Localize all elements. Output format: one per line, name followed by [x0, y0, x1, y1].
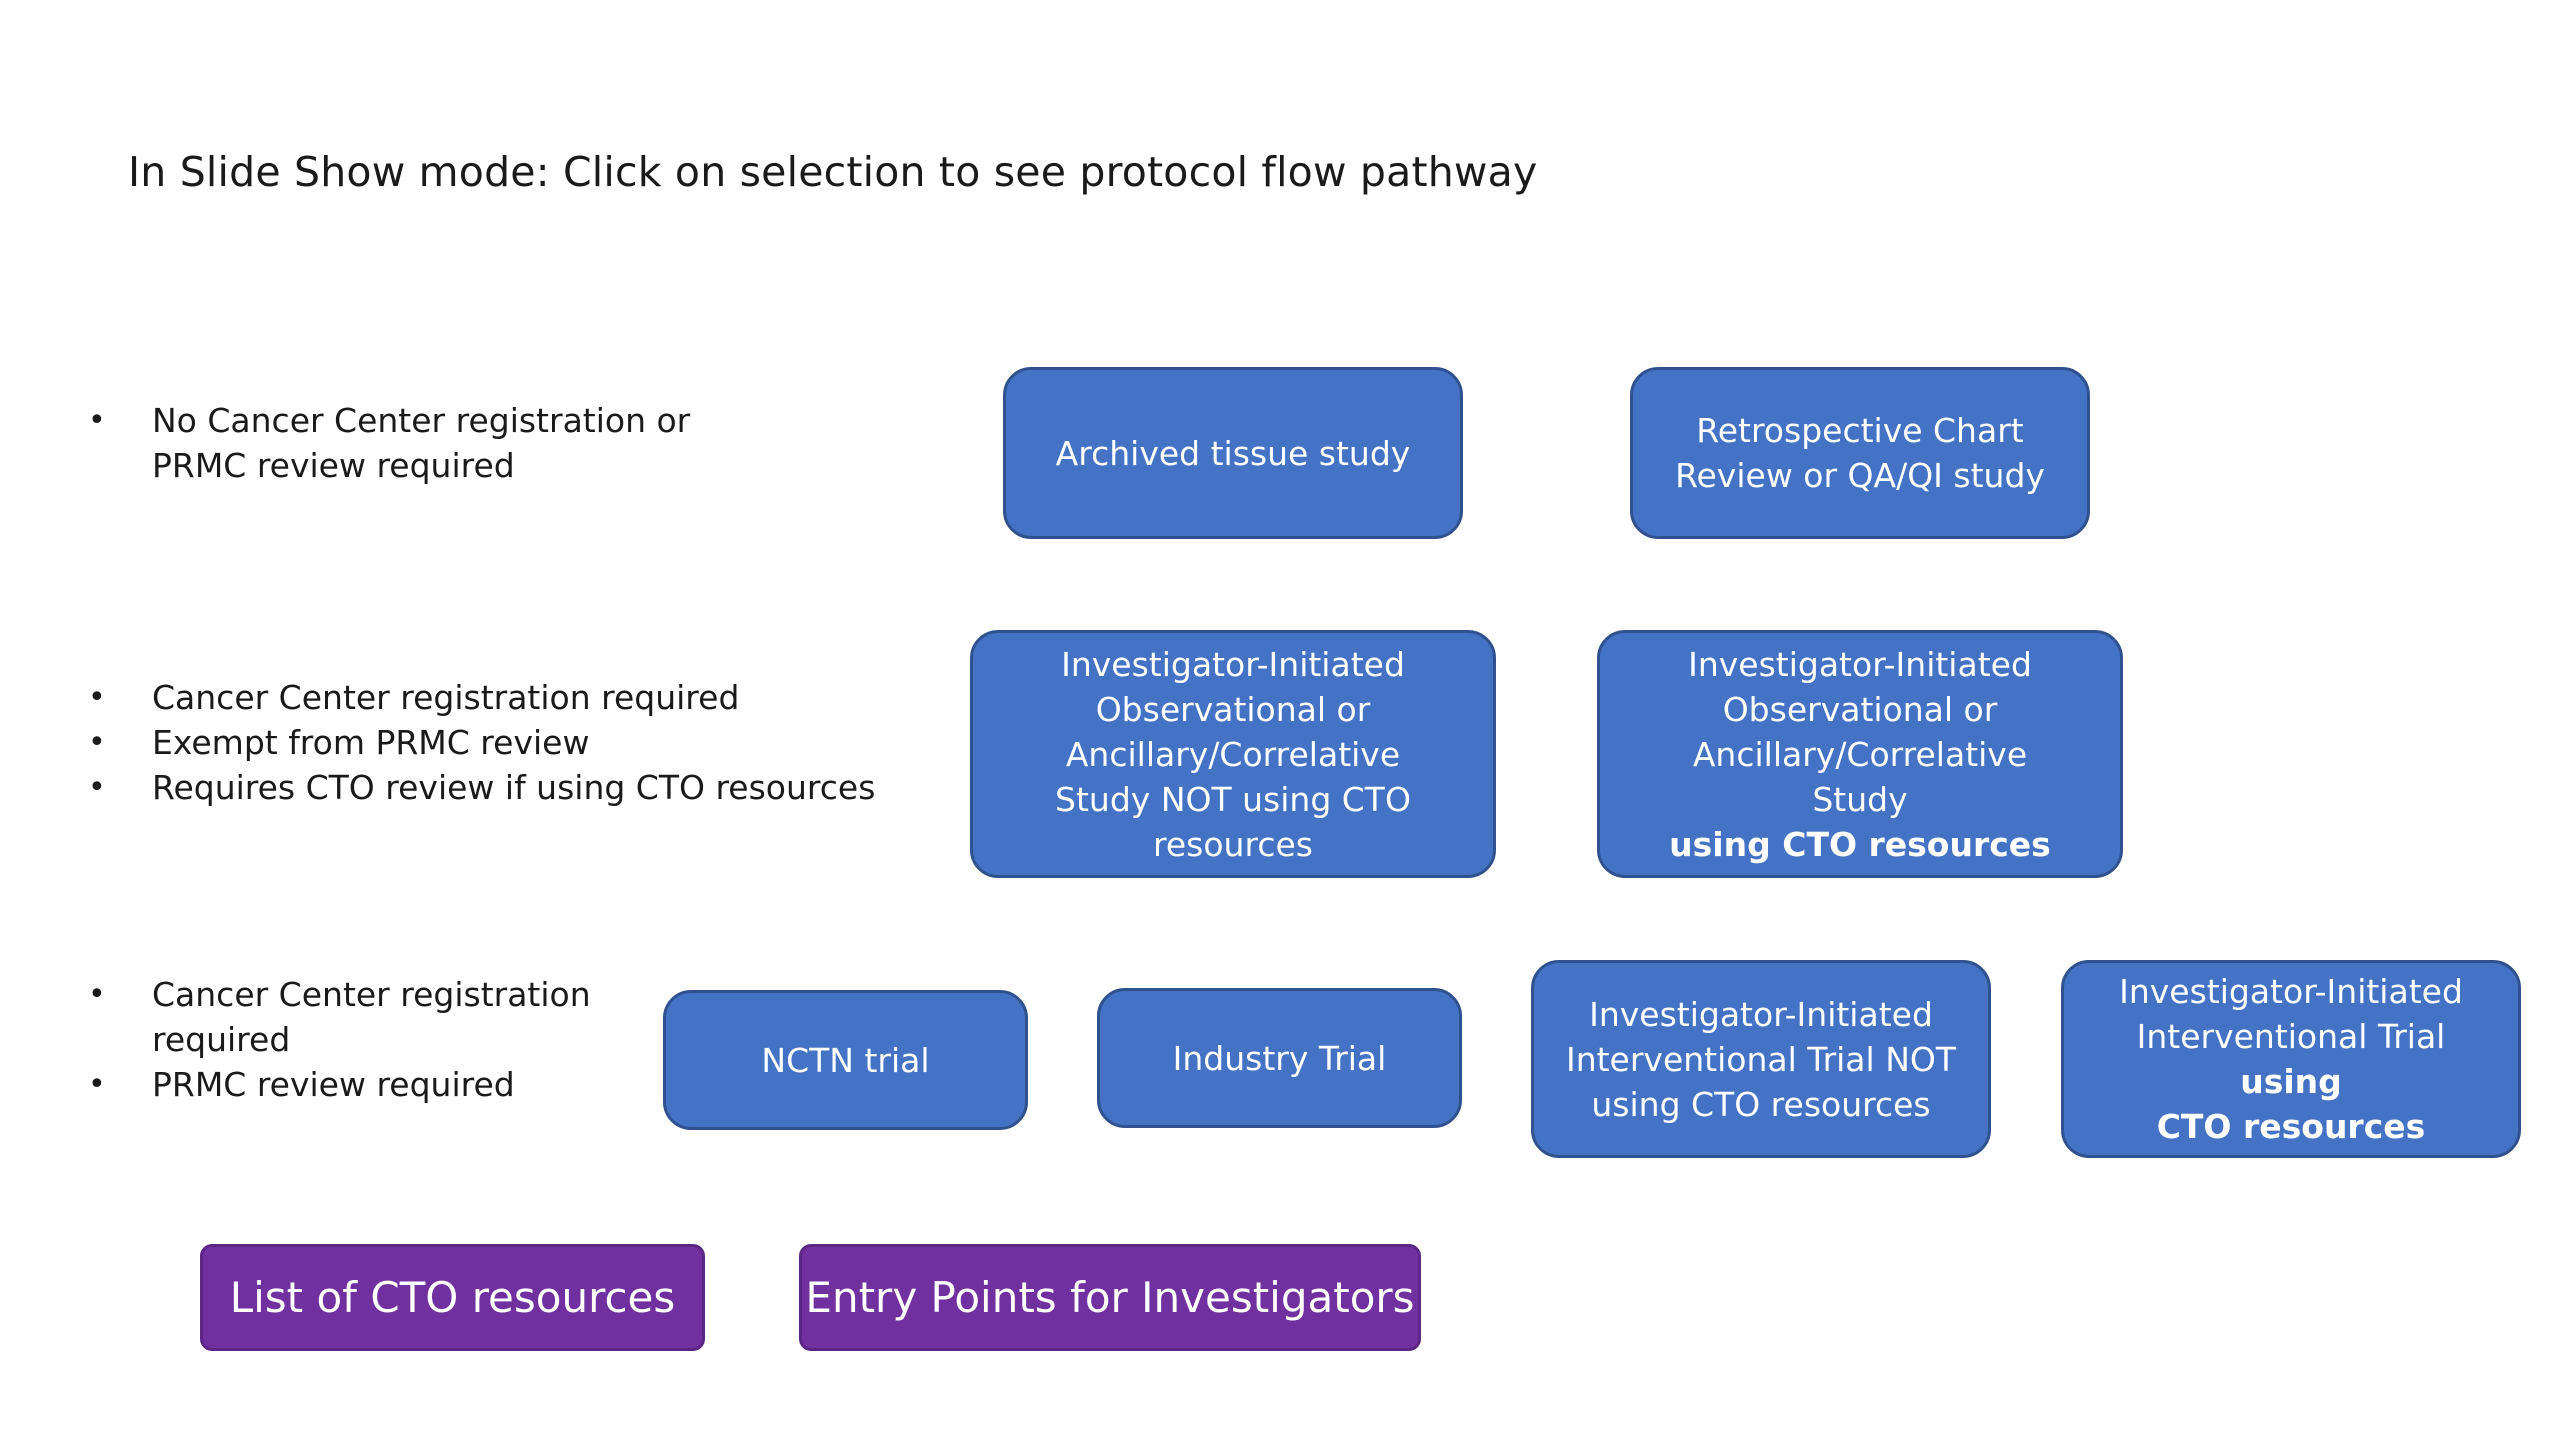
button-label: List of CTO resources	[229, 1273, 676, 1322]
interventional-using-cto-button[interactable]: Investigator-Initiated Interventional Tr…	[2061, 960, 2521, 1158]
box-label-bold: using	[2240, 1062, 2342, 1101]
box-label: Investigator-Initiated Observational or …	[1650, 642, 2070, 867]
bullet-item: Exempt from PRMC review	[88, 720, 908, 765]
box-label-text: Investigator-Initiated Interventional Tr…	[2119, 972, 2463, 1056]
slide-title: In Slide Show mode: Click on selection t…	[128, 148, 1538, 196]
box-label: Industry Trial	[1172, 1038, 1387, 1078]
bullet-item: Cancer Center registration required	[88, 972, 628, 1062]
bullet-item: Cancer Center registration required	[88, 675, 908, 720]
retrospective-chart-review-button[interactable]: Retrospective Chart Review or QA/QI stud…	[1630, 367, 2090, 539]
box-label: Archived tissue study	[1055, 433, 1411, 473]
industry-trial-button[interactable]: Industry Trial	[1097, 988, 1462, 1128]
box-label-text: Investigator-Initiated Observational or …	[1688, 644, 2032, 819]
observational-using-cto-button[interactable]: Investigator-Initiated Observational or …	[1597, 630, 2123, 878]
bullet-list-row-2: Cancer Center registration required Exem…	[88, 675, 908, 810]
observational-not-using-cto-button[interactable]: Investigator-Initiated Observational or …	[970, 630, 1496, 878]
box-label: Investigator-Initiated Observational or …	[1055, 644, 1411, 864]
bullet-list-row-3: Cancer Center registration required PRMC…	[88, 972, 628, 1107]
bullet-list-row-1: No Cancer Center registration or PRMC re…	[88, 398, 728, 488]
nctn-trial-button[interactable]: NCTN trial	[663, 990, 1028, 1130]
archived-tissue-study-button[interactable]: Archived tissue study	[1003, 367, 1463, 539]
bullet-item: No Cancer Center registration or PRMC re…	[88, 398, 728, 488]
box-label: Investigator-Initiated Interventional Tr…	[1565, 994, 1957, 1124]
box-label-bold: CTO resources	[2156, 1107, 2426, 1146]
entry-points-for-investigators-button[interactable]: Entry Points for Investigators	[799, 1244, 1421, 1351]
bullet-item: PRMC review required	[88, 1062, 628, 1107]
interventional-not-using-cto-button[interactable]: Investigator-Initiated Interventional Tr…	[1531, 960, 1991, 1158]
list-of-cto-resources-button[interactable]: List of CTO resources	[200, 1244, 705, 1351]
bullet-item: Requires CTO review if using CTO resourc…	[88, 765, 908, 810]
box-label-bold: using CTO resources	[1669, 824, 2051, 864]
box-label: NCTN trial	[761, 1040, 930, 1080]
box-label: Retrospective Chart Review or QA/QI stud…	[1675, 411, 2045, 495]
button-label: Entry Points for Investigators	[805, 1273, 1415, 1322]
box-label: Investigator-Initiated Interventional Tr…	[2088, 969, 2494, 1149]
